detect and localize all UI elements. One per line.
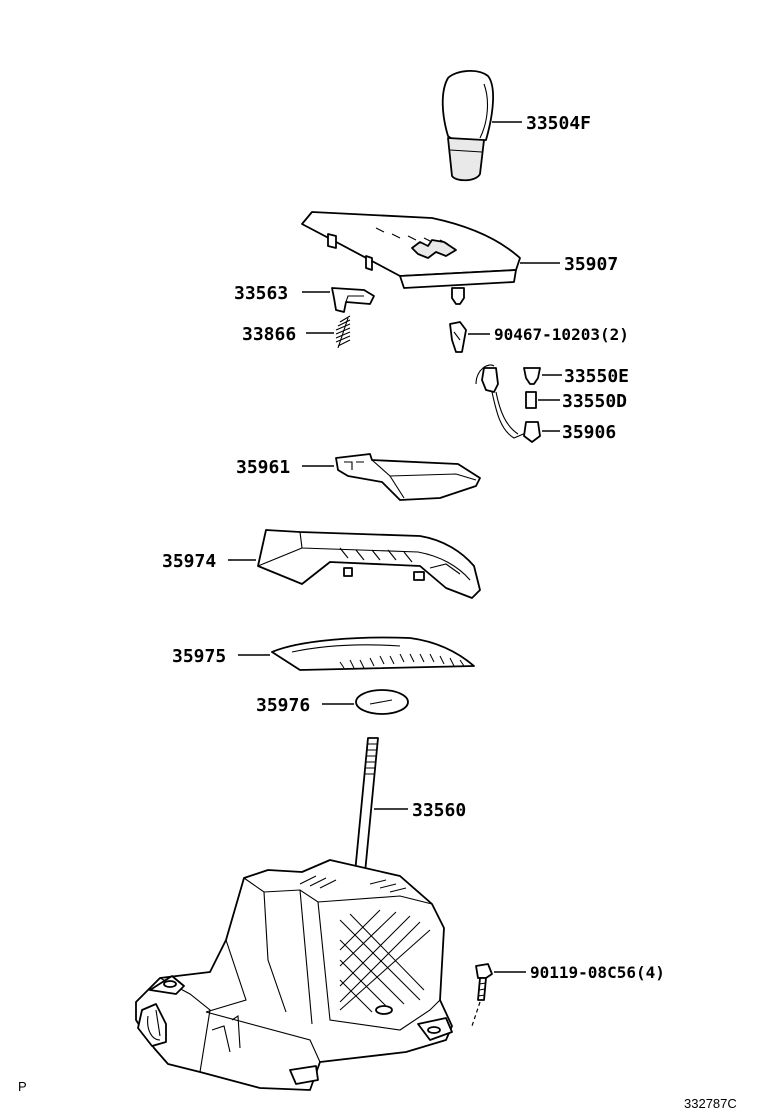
part-label-seal: 35976 [256, 695, 310, 716]
part-label-knob: 33504F [526, 113, 591, 134]
dust-cover-part[interactable] [271, 636, 475, 671]
part-label-shift-lever: 33560 [412, 800, 466, 821]
part-label-slide-plate: 35961 [236, 457, 290, 478]
seal-part[interactable] [355, 689, 409, 715]
bulb-socket-e-part[interactable] [523, 367, 541, 385]
part-label-dust-cover: 35975 [172, 646, 226, 667]
part-label-spring: 33866 [242, 324, 296, 345]
button-lever-part[interactable] [331, 287, 375, 313]
part-label-bolt: 90119-08C56(4) [530, 963, 665, 982]
part-label-upper-cover: 35974 [162, 551, 216, 572]
part-label-wire-harness: 35906 [562, 422, 616, 443]
part-label-clip: 90467-10203(2) [494, 325, 629, 344]
indicator-housing-part[interactable] [301, 211, 521, 305]
slide-plate-part[interactable] [335, 453, 481, 501]
shift-lever-assembly-part[interactable] [135, 737, 453, 1091]
bolt-alignment-dashed-line [471, 1001, 481, 1027]
spring-part[interactable] [335, 315, 351, 349]
part-label-button-lever: 33563 [234, 283, 288, 304]
corner-mark: P [18, 1079, 27, 1094]
part-label-bulb-socket-e: 33550E [564, 366, 629, 387]
upper-cover-part[interactable] [257, 529, 481, 599]
bolt-part[interactable] [475, 963, 493, 1001]
wire-harness-part[interactable] [475, 364, 541, 443]
shift-knob-part[interactable] [441, 70, 494, 182]
figure-code: 332787C [684, 1096, 737, 1111]
part-label-indicator-housing: 35907 [564, 254, 618, 275]
clip-part[interactable] [449, 321, 467, 353]
part-label-bulb-socket-d: 33550D [562, 391, 627, 412]
bulb-socket-d-part[interactable] [525, 391, 537, 409]
